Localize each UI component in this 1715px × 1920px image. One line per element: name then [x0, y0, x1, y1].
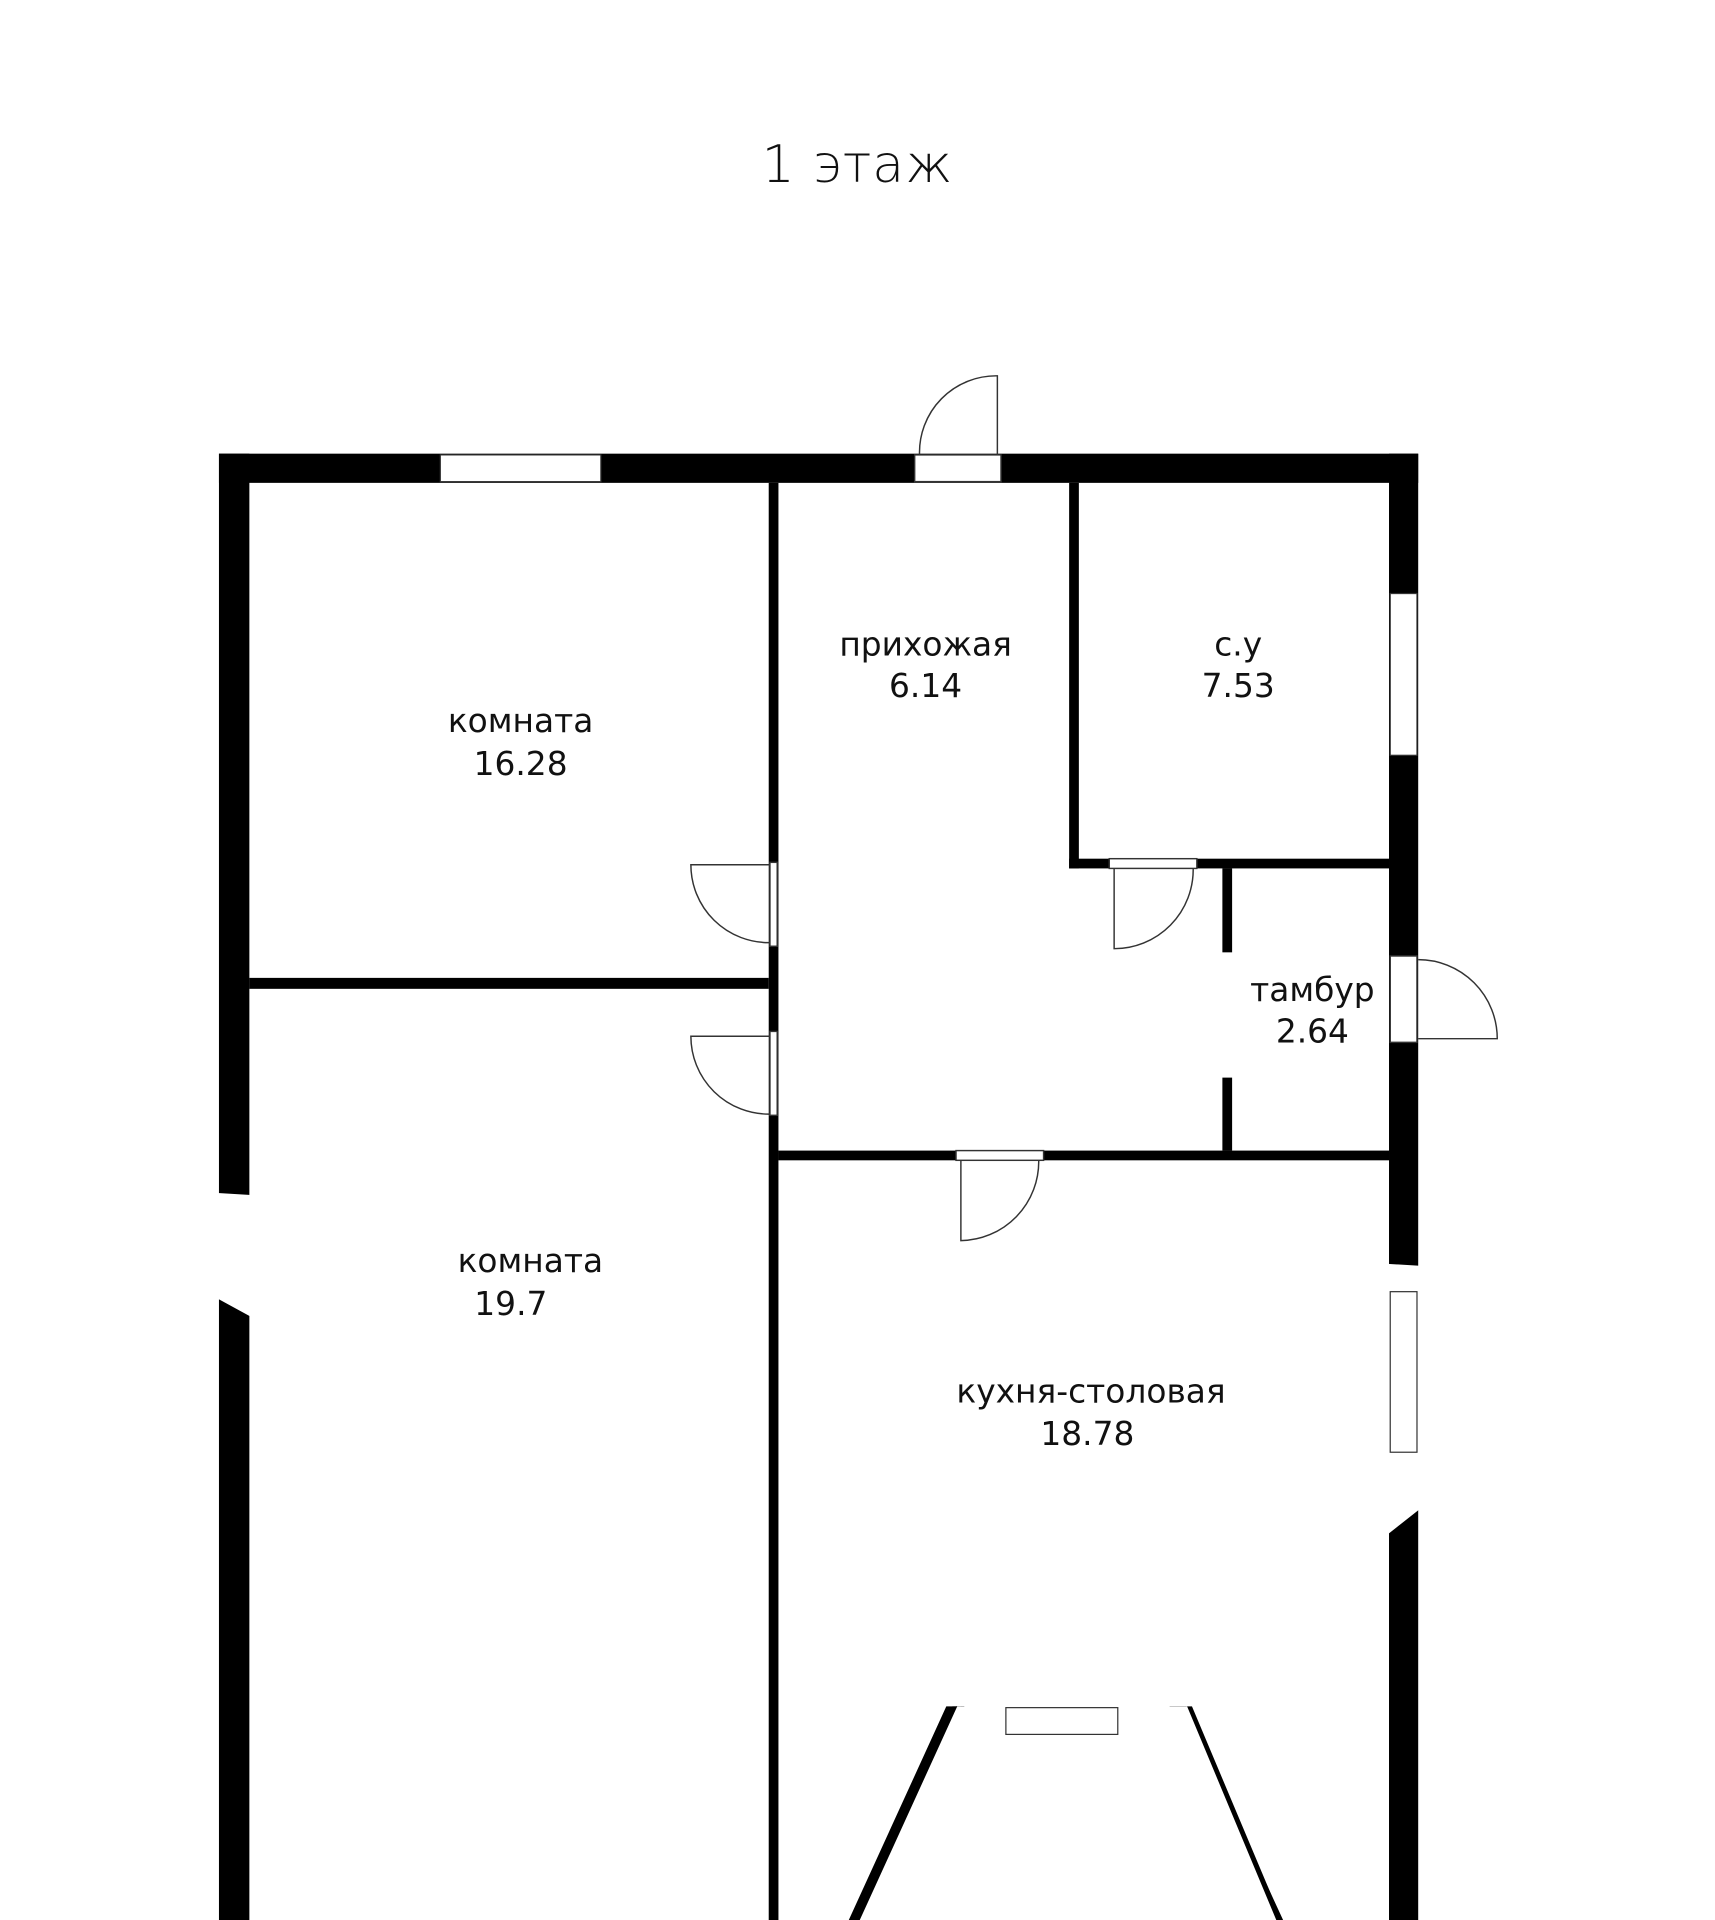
room-label-name: кухня-столовая	[956, 1372, 1225, 1410]
room-labels: комната 16.28 прихожая 6.14 с.у 7.53 там…	[448, 626, 1375, 1453]
room-label-area: 7.53	[1202, 667, 1275, 705]
room-label-area: 18.78	[1040, 1415, 1134, 1453]
interior-walls	[249, 482, 1390, 1920]
room-label-name: с.у	[1214, 626, 1262, 664]
room-label-area: 16.28	[474, 745, 568, 783]
door-room2-swing-icon	[690, 1035, 770, 1115]
door-entrance-swing-icon	[918, 375, 999, 455]
window-kitchen-right	[1389, 1291, 1418, 1453]
room-label-area: 6.14	[889, 667, 962, 705]
doors	[690, 375, 1498, 1242]
windows	[439, 454, 1418, 1736]
door-entrance-opening	[913, 454, 1002, 483]
door-kitchen-swing-icon	[960, 1160, 1040, 1242]
room-label-area: 2.64	[1276, 1012, 1349, 1050]
window-wc-right	[1389, 592, 1418, 756]
room-label-name: комната	[448, 702, 593, 740]
room-label-name: прихожая	[839, 626, 1012, 664]
window-bay-bottom	[1005, 1707, 1119, 1736]
room-label-area: 19.7	[474, 1285, 547, 1323]
door-wc-swing-icon	[1113, 868, 1194, 950]
room-label-name: тамбур	[1250, 971, 1375, 1009]
room-label-name: комната	[458, 1242, 604, 1280]
door-tambour-swing-icon	[1418, 958, 1498, 1040]
door-room1-swing-icon	[690, 864, 770, 944]
window-top-left	[439, 454, 602, 483]
floor-title: 1 этаж	[761, 135, 954, 195]
